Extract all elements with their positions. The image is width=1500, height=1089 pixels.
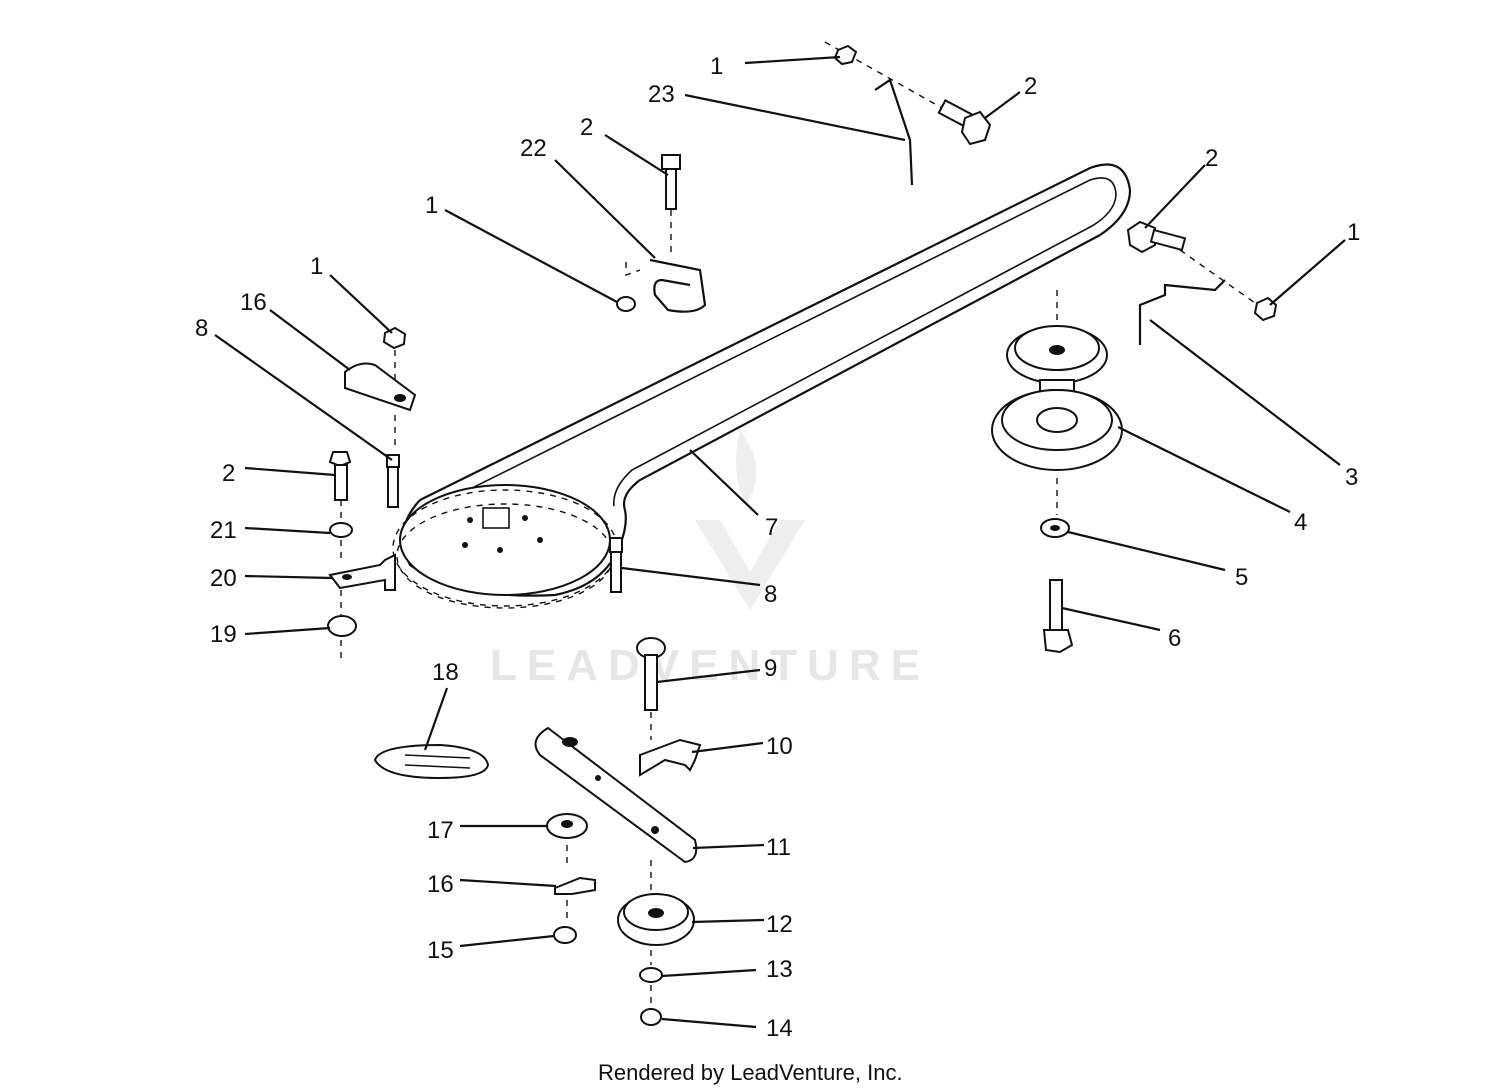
callout-16-bottom: 16 <box>427 871 454 898</box>
callout-17: 17 <box>427 817 454 844</box>
callout-5: 5 <box>1235 564 1248 591</box>
idler-arm-assembly <box>534 637 702 1026</box>
callout-23: 23 <box>648 81 675 108</box>
callout-1-left: 1 <box>310 253 323 280</box>
watermark-text: LEADVENTURE <box>490 641 930 690</box>
belt-guide-rod-top <box>824 41 992 186</box>
callout-18: 18 <box>432 659 459 686</box>
callout-21: 21 <box>210 517 237 544</box>
callout-2-top-right: 2 <box>1024 73 1037 100</box>
callout-3: 3 <box>1345 464 1358 491</box>
double-pulley-assembly <box>991 290 1123 654</box>
callout-4: 4 <box>1294 509 1307 536</box>
callout-2-left: 2 <box>222 460 235 487</box>
callout-15: 15 <box>427 937 454 964</box>
callout-11: 11 <box>766 834 791 861</box>
callout-13: 13 <box>766 956 793 983</box>
callout-1-top: 1 <box>710 53 723 80</box>
footer-credit: Rendered by LeadVenture, Inc. <box>598 1060 903 1085</box>
callout-16-top: 16 <box>240 289 267 316</box>
callout-14: 14 <box>766 1015 793 1042</box>
callout-10: 10 <box>766 733 793 760</box>
callout-1-right: 1 <box>1347 219 1360 246</box>
callout-labels: 1 23 2 2 22 1 2 1 16 1 8 3 4 7 2 21 8 5 … <box>195 53 1360 1042</box>
leader-lines <box>214 55 1346 1029</box>
callout-2-right: 2 <box>1205 145 1218 172</box>
callout-12: 12 <box>766 911 793 938</box>
left-hardware <box>327 326 417 660</box>
callout-8-left: 8 <box>195 315 208 342</box>
callout-2-top: 2 <box>580 114 593 141</box>
center-stud <box>609 537 623 593</box>
drive-pulley <box>392 484 618 609</box>
callout-22: 22 <box>520 135 547 162</box>
callout-7: 7 <box>765 514 778 541</box>
callout-20: 20 <box>210 565 237 592</box>
callout-6: 6 <box>1168 625 1181 652</box>
callout-8-center: 8 <box>764 581 777 608</box>
watermark: LEADVENTURE <box>490 430 930 690</box>
callout-9: 9 <box>764 655 777 682</box>
lower-left-hardware <box>373 743 596 944</box>
belt-guide-rod-right <box>1126 220 1278 345</box>
callout-19: 19 <box>210 621 237 648</box>
belt-guide-bracket <box>616 154 707 313</box>
callout-1-bracket: 1 <box>425 192 438 219</box>
